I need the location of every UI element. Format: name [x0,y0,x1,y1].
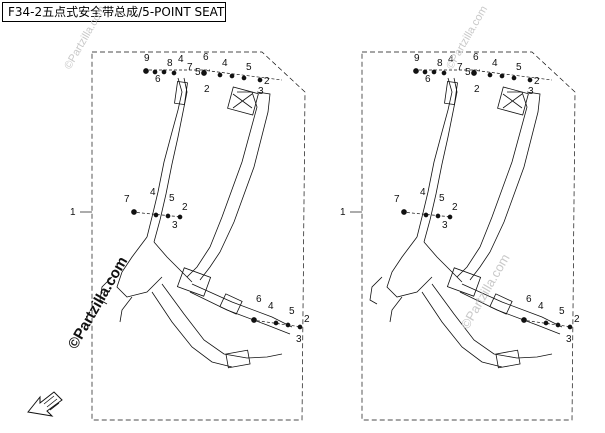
callout: 2 [264,76,270,87]
callout: 5 [559,306,565,317]
callout: 3 [172,220,178,231]
watermark: ©Partzilla.com [65,254,132,352]
callout: 2 [534,76,540,87]
callout: 5 [516,62,522,73]
callout: 5 [195,67,201,78]
callout: 4 [448,54,454,65]
callout: 5 [465,67,471,78]
callout: 6 [203,52,209,63]
callout: 8 [437,58,443,69]
callout: 5 [289,306,295,317]
callout: 2 [204,84,210,95]
callout: 6 [425,74,431,85]
callout: 5 [246,62,252,73]
callout: 4 [538,301,544,312]
callout: 3 [258,86,264,97]
callout: 2 [182,202,188,213]
front-direction-arrow-icon [27,391,63,417]
assembly-callout: 1 [70,207,76,218]
callout: 5 [439,193,445,204]
callout: 7 [187,62,193,73]
callout: 2 [474,84,480,95]
callout: 4 [222,58,228,69]
callout: 6 [256,294,262,305]
callout: 4 [178,54,184,65]
watermark: ©Partzilla.com [458,251,513,331]
callout: 7 [124,194,130,205]
assembly-callout: 1 [340,207,346,218]
callout: 5 [169,193,175,204]
callout: 4 [268,301,274,312]
callout: 8 [167,58,173,69]
callout: 7 [394,194,400,205]
callout: 9 [144,53,150,64]
callout: 9 [414,53,420,64]
seatbelt-assembly-left: 1 9 6 8 4 7 5 6 4 5 2 3 2 3 7 4 5 2 3 6 … [70,51,310,421]
watermark: ©Partzilla.com [444,4,490,72]
callout: 2 [452,202,458,213]
callout: 6 [473,52,479,63]
page-title: F34-2五点式安全带总成/5-POINT SEAT BELT [2,2,226,22]
callout: 3 [566,334,572,345]
callout: 7 [457,62,463,73]
callout: 6 [526,294,532,305]
callout: 3 [442,220,448,231]
callout: 4 [150,187,156,198]
callout: 2 [304,314,310,325]
seatbelt-assembly-right: 1 9 6 8 4 7 5 6 4 5 2 3 2 3 7 4 5 2 3 6 … [340,51,580,421]
callout: 3 [528,86,534,97]
callout: 3 [296,334,302,345]
callout: 4 [420,187,426,198]
callout: 4 [492,58,498,69]
callout: 2 [574,314,580,325]
callout: 6 [155,74,161,85]
watermark: ©Partzilla.com [62,4,108,72]
